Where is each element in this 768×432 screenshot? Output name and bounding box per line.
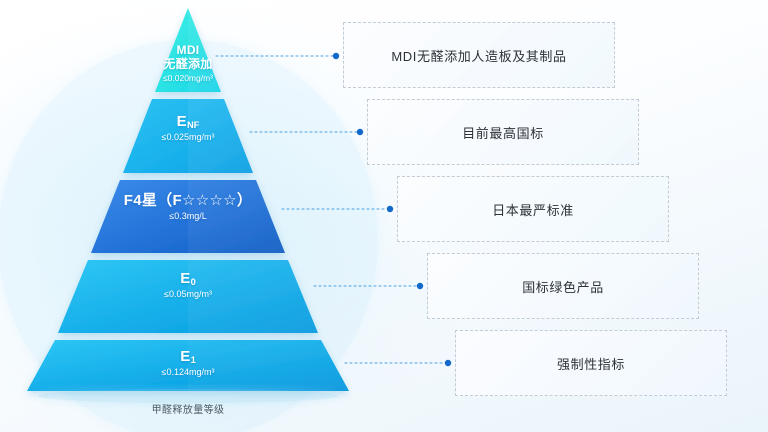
description-box-2[interactable]: 目前最高国标 bbox=[367, 99, 639, 165]
description-box-5[interactable]: 强制性指标 bbox=[455, 330, 727, 396]
description-box-1[interactable]: MDI无醛添加人造板及其制品 bbox=[343, 22, 615, 88]
description-box-4-text: 国标绿色产品 bbox=[522, 279, 604, 295]
description-box-2-text: 目前最高国标 bbox=[462, 125, 544, 141]
description-box-3[interactable]: 日本最严标准 bbox=[397, 176, 669, 242]
pyramid-tier-2[interactable] bbox=[123, 99, 253, 173]
description-box-3-text: 日本最严标准 bbox=[492, 202, 574, 218]
description-box-4[interactable]: 国标绿色产品 bbox=[427, 253, 699, 319]
description-box-1-text: MDI无醛添加人造板及其制品 bbox=[391, 48, 567, 64]
description-box-5-text: 强制性指标 bbox=[556, 356, 625, 372]
pyramid-tier-4[interactable] bbox=[58, 260, 318, 333]
pyramid-tier-3[interactable] bbox=[91, 180, 285, 253]
pyramid-caption: 甲醛释放量等级 bbox=[151, 405, 225, 416]
pyramid-tier-1[interactable] bbox=[155, 8, 221, 92]
pyramid-tier-5[interactable] bbox=[27, 340, 349, 391]
